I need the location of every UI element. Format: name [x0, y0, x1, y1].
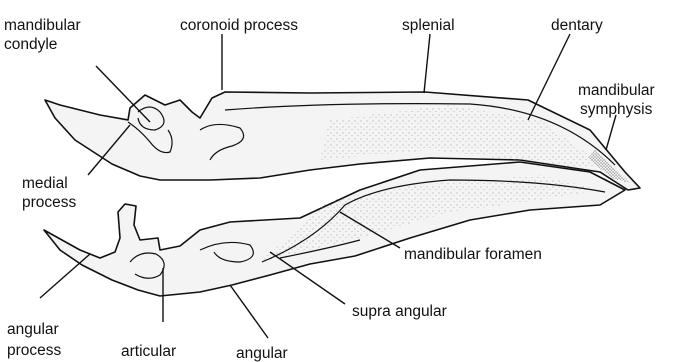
leader-angular-process	[40, 254, 90, 298]
leader-mandibular-condyle	[96, 66, 150, 122]
leader-angular	[230, 285, 268, 338]
label-medial-process-line1: medial	[22, 175, 68, 192]
label-splenial: splenial	[402, 17, 455, 34]
label-mandibular-symphysis-line1: mandibular	[578, 82, 655, 99]
label-mandibular-condyle-line1: mandibular	[4, 17, 81, 34]
label-coronoid-process: coronoid process	[180, 17, 298, 34]
label-angular-process-line2: process	[7, 342, 62, 359]
label-supra-angular: supra angular	[352, 303, 447, 320]
label-angular-process-line1: angular	[7, 321, 59, 338]
leader-mandibular-symphysis	[606, 115, 616, 150]
label-dentary: dentary	[551, 17, 603, 34]
label-articular: articular	[121, 343, 176, 360]
label-mandibular-foramen: mandibular foramen	[404, 246, 542, 263]
label-angular: angular	[236, 345, 288, 362]
leader-dentary	[528, 34, 570, 120]
label-mandibular-condyle-line2: condyle	[4, 36, 57, 53]
leader-splenial	[424, 34, 430, 93]
label-mandibular-symphysis-line2: symphysis	[580, 101, 653, 118]
lower-mandible-drawing	[44, 162, 625, 296]
label-medial-process-line2: process	[22, 194, 77, 211]
